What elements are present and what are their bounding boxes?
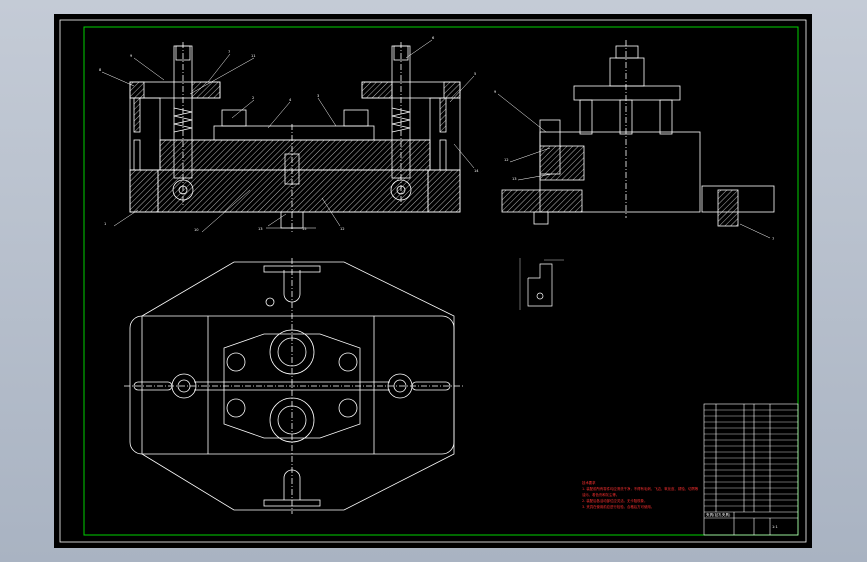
inner-border — [83, 26, 799, 536]
clamp-plate — [213, 125, 375, 141]
side-view — [497, 40, 775, 239]
top-view-outline — [141, 261, 455, 511]
outer-frame — [59, 19, 807, 543]
side-view-label-text: 9 12 13 7 — [494, 90, 774, 241]
top-view — [124, 258, 464, 514]
label-8: 8 — [99, 68, 102, 72]
side-top-block — [609, 57, 645, 87]
label-9: 9 — [130, 54, 133, 58]
front-view-label-text: 8 9 7 11 6 5 4 3 2 1 10 13 12 14 15 — [99, 36, 479, 232]
label-5: 5 — [474, 72, 476, 76]
title-scale: 1:1 — [772, 525, 778, 529]
drawing-sheet: 8 9 7 11 6 5 4 3 2 1 10 13 12 14 15 — [54, 14, 812, 548]
label-4: 4 — [289, 98, 292, 102]
notes-line-4: 3. 夹具在使用前应进行检验，合格后方可使用。 — [582, 504, 654, 509]
front-view — [101, 39, 475, 234]
label-14: 14 — [474, 169, 479, 173]
notes-line-1: 1. 装配前所有零件均应清洗干净，不得有毛刺、飞边、氧化皮、锈蚀、切屑等 — [582, 486, 699, 491]
label-2: 2 — [252, 96, 254, 100]
label-3: 3 — [317, 94, 319, 98]
label-11: 11 — [251, 54, 256, 58]
label-13: 13 — [258, 227, 263, 231]
label-6: 6 — [432, 36, 435, 40]
title-project: 夹具(钻孔夹具) — [706, 512, 731, 517]
label-15: 15 — [302, 227, 307, 231]
detail-view — [519, 258, 564, 310]
notes-heading: 技术要求 — [582, 480, 596, 485]
label-10: 10 — [194, 228, 199, 232]
label-1: 1 — [104, 222, 106, 226]
side-label-9: 9 — [494, 90, 497, 94]
label-12: 12 — [340, 227, 345, 231]
notes-line-3: 2. 装配后各活动部位应灵活，无卡阻现象。 — [582, 498, 647, 503]
technical-notes: 技术要求 1. 装配前所有零件均应清洗干净，不得有毛刺、飞边、氧化皮、锈蚀、切屑… — [582, 480, 699, 509]
side-label-13: 13 — [512, 177, 517, 181]
side-label-12: 12 — [504, 158, 509, 162]
cad-drawing: 8 9 7 11 6 5 4 3 2 1 10 13 12 14 15 — [59, 19, 807, 543]
parts-list-rows — [704, 409, 798, 507]
label-7: 7 — [228, 50, 230, 54]
notes-line-2: 油污、着色剂和灰尘等。 — [582, 492, 619, 497]
side-label-7: 7 — [772, 237, 774, 241]
